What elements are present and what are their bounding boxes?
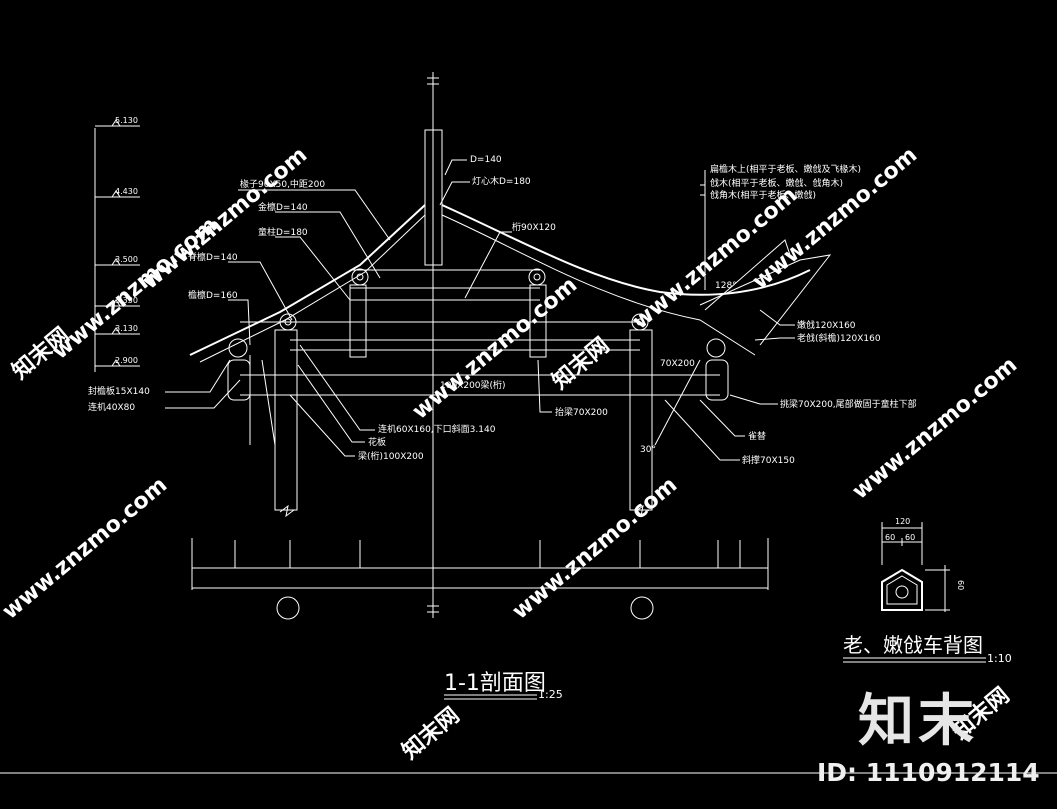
annotation: 檐檩D=160 [188, 289, 238, 301]
left-inner-post [274, 329, 298, 511]
annotation: 戗木(相平于老板、嫩戗、戗角木) [710, 177, 843, 189]
watermark-text: www.znzmo.com [508, 473, 682, 625]
right-bracket [705, 359, 729, 401]
annotations: 椽子90X50,中距200 金檩D=140 童柱D=180 脊檩D=140 檐檩… [88, 155, 917, 466]
left-bracket [227, 359, 251, 401]
annotation: 扁檐木上(相平于老板、嫩戗及飞椽木) [710, 163, 861, 175]
annotation: D=140 [470, 155, 502, 165]
section-title-block: 1-1剖面图 1:25 [444, 671, 563, 701]
annotation: 椽子90X50,中距200 [240, 178, 325, 190]
watermark-cn: 知末网 [547, 332, 614, 394]
detail-dim: 60 [956, 580, 965, 590]
annotation: 金檩D=140 [258, 201, 308, 213]
section-scale: 1:25 [538, 688, 563, 701]
purlin [351, 268, 369, 286]
brand-logo: 知末 [858, 689, 978, 754]
annotation: 连机60X160,下口斜面3.140 [378, 423, 496, 435]
detail-dim: 120 [895, 517, 910, 526]
detail-scale: 1:10 [987, 652, 1012, 665]
annotation: 斜撑70X150 [742, 454, 795, 466]
annotation: 老戗(斜檐)120X160 [797, 332, 881, 344]
annotation: 连机40X80 [88, 401, 135, 413]
level-marks: 5.130 4.430 3.500 3.350 3.130 2.900 [94, 116, 140, 372]
purlin [279, 313, 297, 331]
watermark-text: www.znzmo.com [408, 273, 582, 425]
watermark-text: www.znzmo.com [848, 353, 1022, 505]
left-roof-inner [199, 214, 426, 363]
right-roof-line [441, 204, 811, 296]
annotation: 梁(桁)100X200 [358, 450, 424, 462]
rafter-profile [881, 568, 923, 611]
purlin [631, 313, 649, 331]
level-value: 2.900 [115, 356, 138, 365]
post-label: 70X200 [660, 359, 695, 369]
level-mark: 3.130 [95, 324, 140, 335]
annotation: 灯心木D=180 [472, 175, 531, 187]
annotation: 脊檩D=140 [188, 251, 238, 263]
angle-label: 128° [715, 281, 737, 291]
section-title: 1-1剖面图 [444, 671, 546, 696]
purlin [706, 338, 726, 358]
level-value: 4.430 [115, 187, 138, 196]
flying-rafter [704, 239, 791, 311]
level-value: 3.500 [115, 255, 138, 264]
detail-title: 老、嫩戗车背图 [843, 633, 983, 657]
level-mark: 4.430 [95, 187, 140, 198]
level-mark: 3.500 [95, 255, 140, 266]
angle-label: 30° [640, 445, 656, 455]
annotation: 挑梁70X200,尾部做固于童柱下部 [780, 398, 917, 410]
annotation: 童柱D=180 [258, 226, 308, 238]
rafter-detail: 120 60 60 60 老、嫩戗车背图 1:10 [843, 517, 1012, 665]
annotation: 花板 [368, 436, 386, 448]
pavilion-section [189, 72, 832, 620]
left-short-post [349, 284, 367, 358]
level-value: 3.130 [115, 324, 138, 333]
detail-dim: 60 [905, 533, 915, 542]
purlin [228, 338, 248, 358]
purlin [528, 268, 546, 286]
watermark-text: www.znzmo.com [138, 143, 312, 295]
watermark-text: www.znzmo.com [0, 473, 172, 625]
detail-dim: 60 [885, 533, 895, 542]
column-footing [276, 596, 300, 620]
annotation: 桁90X120 [512, 221, 556, 233]
level-mark: 3.350 [95, 296, 140, 307]
left-roof-line [189, 204, 426, 356]
corner-rafter [699, 254, 832, 346]
king-post [424, 129, 443, 266]
annotation: 封檐板15X140 [88, 385, 150, 397]
level-value: 3.350 [115, 296, 138, 305]
right-roof-inner [441, 214, 756, 356]
annotation: 嫩戗120X160 [797, 319, 856, 331]
annotation: 戗角木(相平于老板、嫩戗) [710, 189, 816, 201]
level-value: 5.130 [115, 116, 138, 125]
watermark-cn: 知末网 [397, 702, 464, 764]
id-text: ID: 1110912114 [817, 758, 1040, 787]
level-mark: 5.130 [95, 116, 140, 127]
level-mark: 2.900 [95, 356, 140, 367]
tie-label: 抬梁70X200 [555, 406, 608, 418]
leader-lines [165, 159, 795, 461]
column-footing [630, 596, 654, 620]
right-inner-post [629, 329, 653, 511]
beam-label: 100X200梁(桁) [440, 379, 506, 391]
annotation: 雀替 [748, 430, 766, 442]
